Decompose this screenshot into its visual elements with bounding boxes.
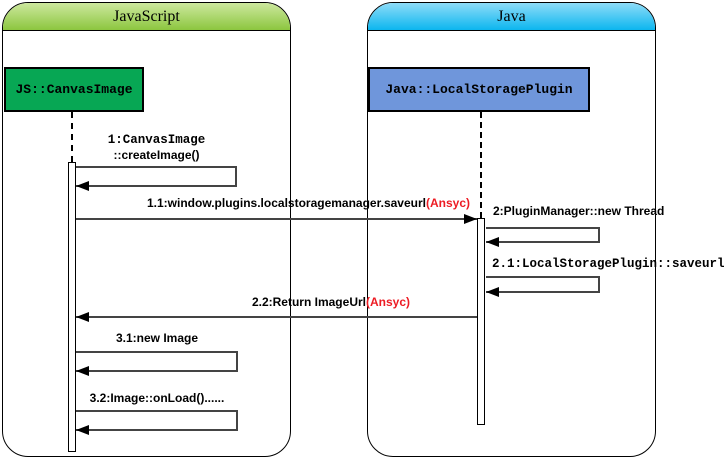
message-1-1-annotation: (Ansyc) <box>425 196 470 210</box>
frame-java-title: Java <box>497 7 526 25</box>
object-box-canvasimage: JS::CanvasImage <box>4 67 144 112</box>
object-label-canvasimage: JS::CanvasImage <box>15 82 133 97</box>
message-1-label-line1: 1:CanvasImage <box>107 133 206 147</box>
message-1-1-arrowhead-icon <box>464 214 477 224</box>
frame-javascript-header: JavaScript <box>3 3 290 31</box>
message-2-2-arrowhead-icon <box>76 312 89 322</box>
message-2-2-annotation: (Ansyc) <box>365 295 410 309</box>
message-2-1-self-arrow <box>486 276 600 293</box>
message-1-1-text: 1.1:window.plugins.localstoragemanager.s… <box>147 196 426 210</box>
message-3-2-arrowhead-icon <box>76 425 89 435</box>
frame-javascript-title: JavaScript <box>113 7 180 25</box>
message-1-self-arrow <box>76 166 237 187</box>
message-2-arrowhead-icon <box>486 237 499 247</box>
message-2-1-arrowhead-icon <box>486 287 499 297</box>
frame-java-header: Java <box>368 3 655 31</box>
lifeline-java <box>480 112 482 218</box>
message-2-2-arrow <box>76 316 477 318</box>
message-3-1-arrowhead-icon <box>76 366 89 376</box>
message-1-label: 1:CanvasImage ::createImage() <box>76 133 237 163</box>
message-1-1-label: 1.1:window.plugins.localstoragemanager.s… <box>76 196 470 211</box>
message-3-2-label: 3.2:Image::onLoad()...... <box>89 391 225 405</box>
object-label-localstorageplugin: Java::LocalStoragePlugin <box>385 82 573 97</box>
message-2-self-arrow <box>486 227 600 243</box>
message-1-arrowhead-icon <box>76 181 89 191</box>
frame-java: Java <box>367 2 656 457</box>
activation-bar-javascript <box>68 162 76 452</box>
message-3-1-self-arrow <box>76 351 238 372</box>
object-box-localstorageplugin: Java::LocalStoragePlugin <box>368 67 590 112</box>
activation-bar-java <box>477 218 485 425</box>
message-1-label-line2: ::createImage() <box>113 148 200 162</box>
message-1-1-arrow <box>76 218 477 220</box>
lifeline-javascript <box>71 112 73 162</box>
message-3-1-label: 3.1:new Image <box>115 331 199 345</box>
message-2-2-text: 2.2:Return ImageUrl <box>251 295 366 309</box>
message-3-2-self-arrow <box>76 410 238 431</box>
message-2-label: 2:PluginManager::new Thread <box>493 204 665 218</box>
message-2-1-label: 2.1:LocalStoragePlugin::saveurl <box>492 257 725 271</box>
message-2-2-label: 2.2:Return ImageUrl(Ansyc) <box>76 295 410 310</box>
